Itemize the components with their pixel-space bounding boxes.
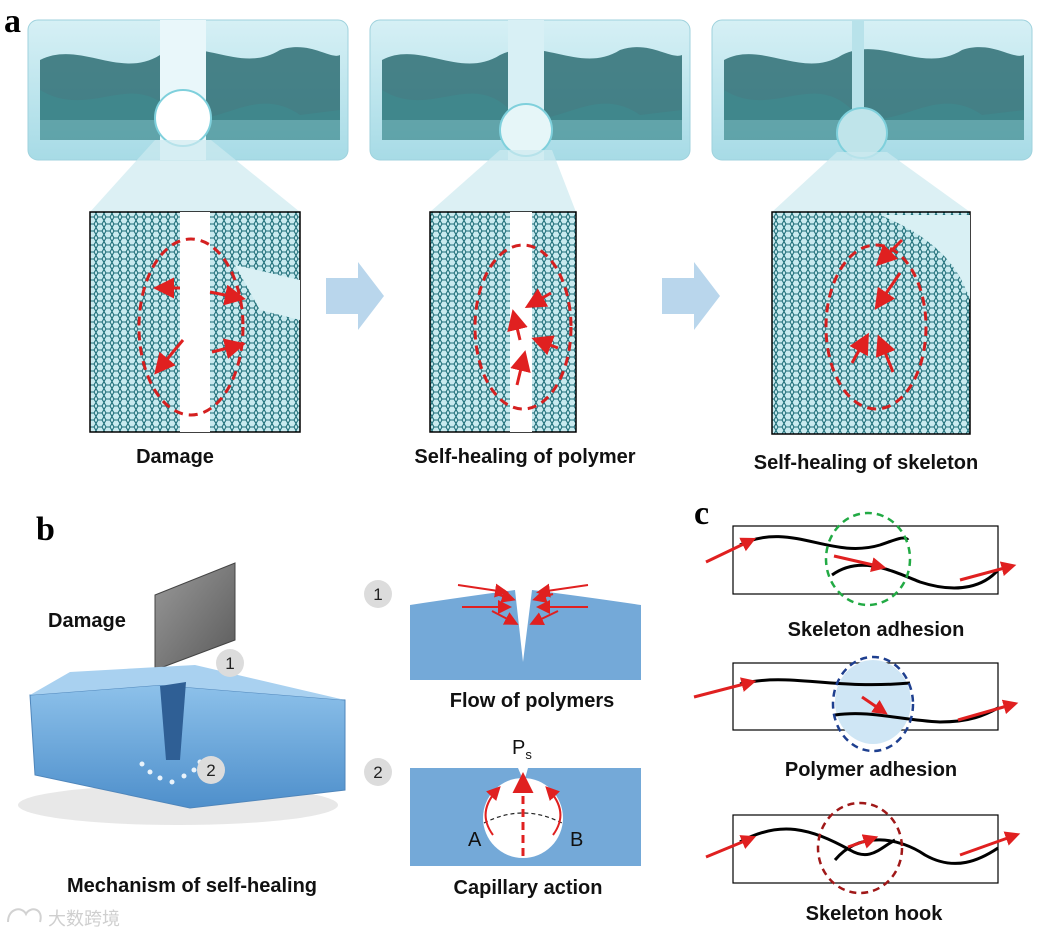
caption-mechanism: Mechanism of self-healing xyxy=(67,875,317,897)
diagram-skeleton-adhesion xyxy=(705,511,1017,607)
zoom-polymer xyxy=(429,211,577,433)
caption-capillary-action: Capillary action xyxy=(454,877,603,899)
point-b-label: B xyxy=(570,829,583,851)
panel-b-label: b xyxy=(36,511,55,548)
damage-label: Damage xyxy=(48,610,126,632)
ice-block-skeleton xyxy=(711,19,1033,161)
step-2-marker xyxy=(197,756,225,784)
capillary-step-marker xyxy=(364,758,392,786)
panel-a-label: a xyxy=(4,3,21,40)
ice-block-polymer xyxy=(369,19,691,161)
progress-arrows xyxy=(326,262,720,330)
flow-step-marker xyxy=(364,580,392,608)
pressure-label: Ps xyxy=(512,737,532,762)
flow-diagram xyxy=(410,583,641,680)
caption-skeleton-adhesion: Skeleton adhesion xyxy=(788,619,965,641)
zoom-damage xyxy=(89,211,301,433)
material-block xyxy=(18,665,346,825)
step-1-number: 1 xyxy=(225,654,234,673)
panel-c-label: c xyxy=(694,495,709,532)
zoom-cones xyxy=(90,140,970,212)
caption-flow-of-polymers: Flow of polymers xyxy=(450,690,614,712)
caption-polymer-adhesion: Polymer adhesion xyxy=(785,759,957,781)
flow-step-number: 1 xyxy=(373,585,382,604)
step-2-number: 2 xyxy=(206,761,215,780)
point-a-label: A xyxy=(468,829,482,851)
watermark-logo: 大数跨境 xyxy=(7,908,120,930)
damage-blade xyxy=(154,562,236,671)
caption-damage: Damage xyxy=(136,446,214,468)
diagram-polymer-adhesion xyxy=(693,655,1019,753)
caption-self-healing-skeleton: Self-healing of skeleton xyxy=(754,452,978,474)
capillary-step-number: 2 xyxy=(373,763,382,782)
capillary-diagram xyxy=(410,768,641,866)
caption-skeleton-hook: Skeleton hook xyxy=(806,903,944,925)
ice-block-damage xyxy=(27,19,349,161)
zoom-skeleton xyxy=(771,211,971,435)
watermark-text: 大数跨境 xyxy=(48,909,120,930)
diagram-skeleton-hook xyxy=(705,801,1021,895)
caption-self-healing-polymer: Self-healing of polymer xyxy=(414,446,635,468)
step-1-marker xyxy=(216,649,244,677)
